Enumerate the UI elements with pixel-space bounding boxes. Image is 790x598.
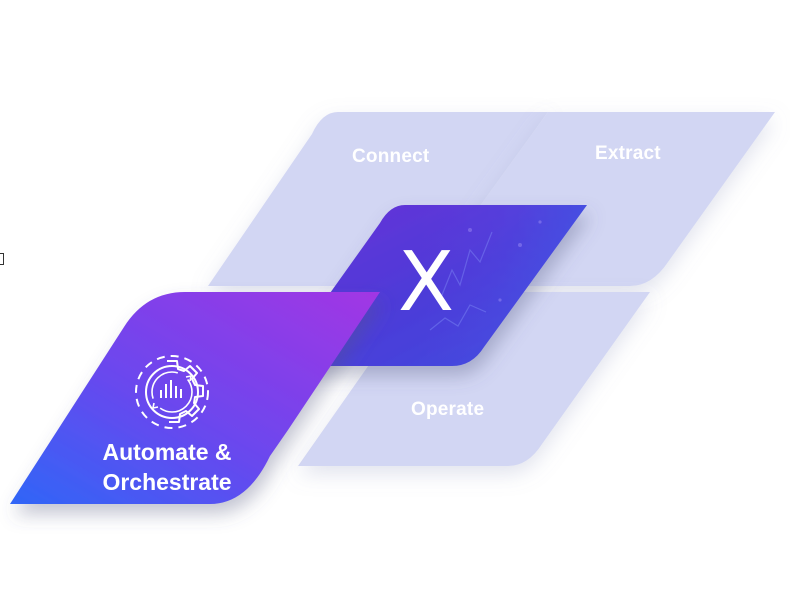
x-logo: X — [398, 235, 455, 330]
connect-label: Connect — [352, 146, 430, 167]
gear-icon — [135, 355, 209, 429]
automate-line: Automate & — [102, 439, 232, 465]
extract-label: Extract — [595, 143, 661, 164]
edge-marker — [0, 253, 4, 265]
automate-orchestrate-title: Automate & Orchestrate — [92, 437, 242, 497]
connect-tile — [208, 112, 548, 286]
orchestrate-line: Orchestrate — [102, 469, 232, 495]
operate-tile — [298, 292, 650, 466]
operate-label: Operate — [411, 399, 485, 420]
